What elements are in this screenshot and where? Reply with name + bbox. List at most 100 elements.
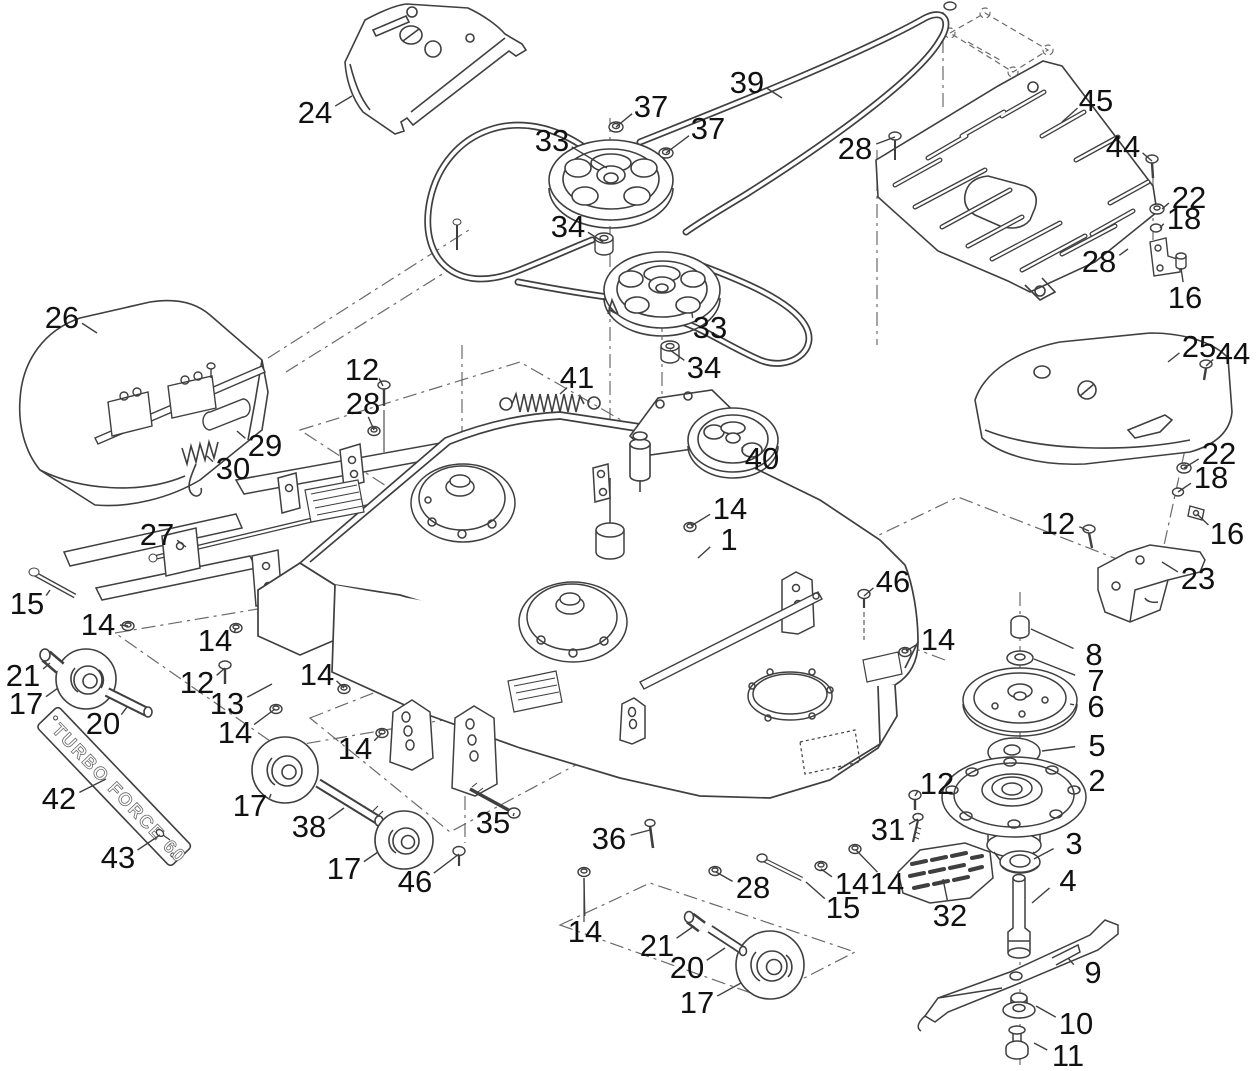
leader-line-20 (120, 706, 128, 716)
bolt-15-b (756, 853, 804, 882)
leader-line-24 (334, 95, 353, 107)
leader-line-44 (1205, 358, 1214, 367)
deck-stickers (304, 479, 903, 775)
leader-line-14 (253, 708, 276, 726)
heat-shield-45 (875, 60, 1158, 301)
spindle-housing-2 (941, 756, 1087, 861)
blade-9 (917, 919, 1119, 1032)
leader-line-12 (378, 378, 384, 387)
leader-line-21 (676, 925, 695, 939)
roller-29 (202, 398, 251, 431)
callout-14: 14 (921, 622, 955, 657)
axle-20-a (104, 687, 153, 718)
leader-line-29 (236, 430, 246, 439)
callout-26: 26 (45, 300, 79, 335)
screw-31 (911, 812, 924, 843)
callout-14: 14 (81, 607, 115, 642)
screw-46-b (857, 588, 871, 640)
callout-3: 3 (1065, 826, 1082, 861)
bracket-23 (1097, 544, 1206, 623)
callout-28: 28 (1082, 244, 1116, 279)
callout-12: 12 (180, 665, 214, 700)
callout-11: 11 (1052, 1038, 1084, 1071)
leader-line-31 (908, 818, 919, 825)
callout-2: 2 (1088, 763, 1105, 798)
leader-line-2 (1077, 787, 1081, 791)
ghost-plate-bolt (943, 1, 957, 11)
callout-31: 31 (871, 812, 905, 847)
leader-line-4 (1031, 887, 1050, 904)
latch-spring-30 (181, 438, 219, 497)
deflector-32 (897, 842, 994, 904)
callout-18: 18 (1167, 201, 1201, 236)
leader-line-42 (79, 778, 107, 794)
leader-line-22 (1183, 458, 1200, 469)
callout-14: 14 (568, 914, 602, 949)
spindle-pulley-33-upper (548, 139, 674, 229)
callout-14: 14 (198, 623, 232, 658)
leader-line-14 (855, 849, 878, 873)
leader-line-35 (512, 812, 515, 817)
belt-cover-24 (344, 3, 528, 135)
leader-line-34 (669, 349, 685, 361)
callout-13: 13 (210, 686, 244, 721)
bolt-14-h (814, 860, 828, 872)
callout-23: 23 (1181, 561, 1215, 596)
leader-line-34 (587, 231, 604, 243)
bearing-3 (999, 850, 1041, 874)
leader-line-10 (1035, 1005, 1057, 1018)
leader-line-41 (559, 387, 568, 395)
leader-line-1 (697, 546, 711, 559)
callout-46: 46 (876, 564, 910, 599)
bolt-44-a (1145, 154, 1159, 179)
washer-7 (1006, 650, 1034, 666)
leader-line-46 (433, 853, 460, 874)
leader-line-18 (1177, 482, 1192, 493)
leader-line-30 (206, 455, 214, 463)
leader-line-28 (875, 136, 896, 145)
leader-line-17 (716, 982, 742, 997)
leader-line-17 (363, 851, 379, 863)
leader-line-15 (45, 589, 51, 597)
leader-line-21 (42, 662, 51, 670)
callout-41: 41 (560, 360, 594, 395)
callout-12: 12 (1041, 506, 1075, 541)
leader-line-14 (820, 868, 833, 878)
leader-line-32 (942, 878, 949, 901)
bushing-21-b (683, 910, 706, 933)
bushing-34-a (594, 232, 614, 256)
bolt-11 (1005, 1025, 1029, 1060)
callout-37: 37 (691, 111, 725, 146)
leader-line-33 (691, 312, 694, 318)
caster-wheel-17-d (735, 930, 805, 1000)
caster-wheels (39, 648, 805, 1000)
callout-29: 29 (248, 428, 282, 463)
callout-1: 1 (720, 522, 737, 557)
leader-line-18 (1159, 223, 1165, 229)
callout-17: 17 (233, 788, 267, 823)
shaft-4 (1007, 873, 1031, 959)
callout-14: 14 (835, 866, 869, 901)
callout-15: 15 (826, 890, 860, 925)
leader-line-14 (373, 732, 383, 742)
callout-33: 33 (693, 310, 727, 345)
deck-spindle-plate-center (518, 581, 628, 663)
leader-line-13 (246, 683, 273, 698)
leader-line-17 (45, 687, 59, 698)
leader-line-14 (690, 513, 711, 527)
callout-22: 22 (1202, 436, 1236, 471)
washer-10 (1002, 992, 1036, 1019)
callout-22: 22 (1172, 180, 1206, 215)
callout-14: 14 (870, 866, 904, 901)
callout-45: 45 (1079, 83, 1113, 118)
leader-line-33 (571, 146, 608, 169)
callout-6: 6 (1087, 689, 1104, 724)
leader-line-43 (137, 834, 161, 851)
callout-17: 17 (680, 985, 714, 1020)
belt-cover-25 (974, 332, 1233, 466)
bushing-34-b (660, 340, 680, 364)
spindle-pulley-33-lower (603, 251, 721, 337)
callout-10: 10 (1059, 1006, 1093, 1041)
leader-line-16 (1196, 513, 1209, 526)
